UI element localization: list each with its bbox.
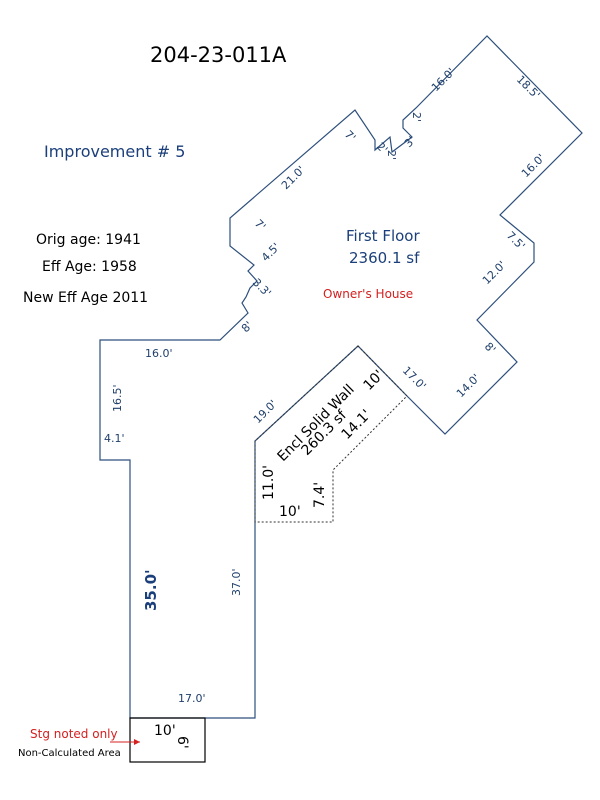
dim-16-0-right: 16.0' bbox=[519, 151, 548, 180]
first-floor-outline bbox=[99, 35, 583, 719]
dim-14-1: 14.1' bbox=[339, 407, 375, 443]
storage-dim-10: 10' bbox=[154, 723, 176, 739]
dim-16-0-left: 16.0' bbox=[145, 347, 173, 360]
dim-35-0: 35.0' bbox=[142, 569, 160, 611]
dim-16-5: 16.5' bbox=[111, 384, 124, 412]
eff-age: Eff Age: 1958 bbox=[42, 259, 137, 275]
improvement-label: Improvement # 5 bbox=[44, 142, 185, 161]
new-eff-age: New Eff Age 2011 bbox=[23, 290, 148, 306]
dim-encl-10-bottom: 10' bbox=[279, 504, 301, 520]
storage-box bbox=[129, 717, 206, 763]
dim-14-0: 14.0' bbox=[454, 371, 483, 400]
dim-8-a: 8' bbox=[239, 319, 255, 335]
dim-12-0: 12.0' bbox=[480, 258, 509, 287]
parcel-id: 204-23-011A bbox=[150, 43, 287, 67]
dim-7-b: 7' bbox=[252, 217, 268, 233]
storage-arrowhead bbox=[134, 739, 140, 745]
dim-7-a: 7' bbox=[342, 128, 358, 144]
dim-2-c: 2' bbox=[385, 150, 398, 160]
owners-house-note: Owner's House bbox=[323, 287, 413, 301]
first-floor-area: 2360.1 sf bbox=[349, 249, 420, 267]
dim-21-0: 21.0' bbox=[279, 163, 308, 192]
encl-solid-wall-outline bbox=[254, 345, 408, 523]
dim-18-5: 18.5' bbox=[514, 73, 543, 102]
storage-note: Stg noted only bbox=[30, 727, 118, 741]
storage-dim-6: 6' bbox=[174, 736, 190, 749]
dim-3: 3' bbox=[402, 134, 418, 150]
dim-7-5: 7.5' bbox=[504, 229, 528, 253]
dim-37-0: 37.0' bbox=[230, 568, 243, 596]
dim-11-0: 11.0' bbox=[261, 465, 277, 500]
first-floor-label: First Floor bbox=[346, 227, 420, 245]
non-calc-area: Non-Calculated Area bbox=[18, 748, 121, 759]
dim-4-1: 4.1' bbox=[104, 432, 125, 445]
dim-17-0: 17.0' bbox=[400, 364, 429, 393]
dim-17-0-bottom: 17.0' bbox=[178, 692, 206, 705]
dim-4-5: 4.5' bbox=[259, 240, 283, 264]
dim-2-a: 2' bbox=[410, 112, 423, 122]
dim-7-4: 7.4' bbox=[312, 482, 328, 508]
dim-8-b: 8' bbox=[482, 340, 498, 356]
dim-3-3: 3.3' bbox=[250, 276, 274, 300]
orig-age: Orig age: 1941 bbox=[36, 232, 141, 248]
